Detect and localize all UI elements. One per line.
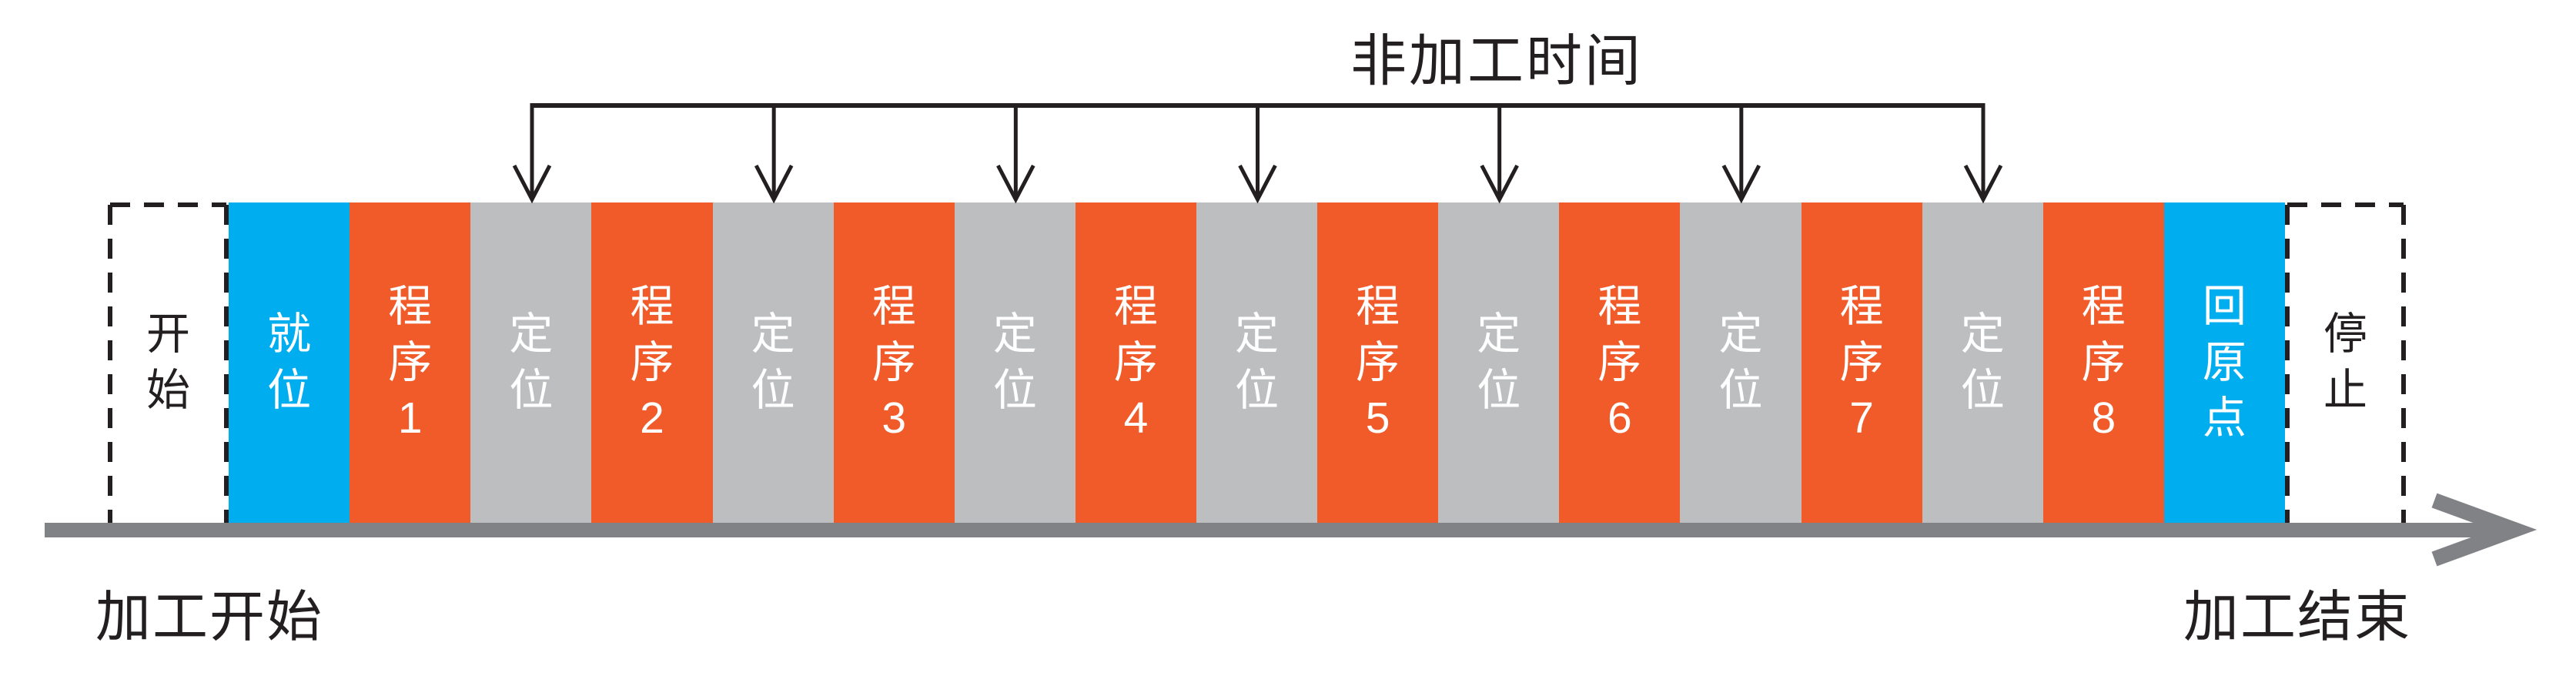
- arrow-head-icon: [1963, 164, 2003, 204]
- timeline-block: 程序6: [1559, 202, 1681, 523]
- timeline-block: 定位: [470, 202, 592, 523]
- timeline-block: 回原点: [2163, 202, 2285, 523]
- arrow-head-icon: [1238, 164, 1277, 204]
- axis-start-label: 加工开始: [95, 587, 324, 648]
- block-label: 定位: [1718, 310, 1763, 415]
- diagram-title: 非加工时间: [1350, 30, 1643, 92]
- block-label: 程序2: [630, 281, 674, 443]
- timeline-block: 定位: [1196, 202, 1318, 523]
- timeline-block: 定位: [1922, 202, 2043, 523]
- timeline-block: 程序8: [2042, 202, 2164, 523]
- arrow-head-icon: [1480, 164, 1519, 204]
- timeline-block: 定位: [954, 202, 1076, 523]
- block-label: 程序6: [1597, 281, 1642, 443]
- arrow-head-icon: [996, 164, 1035, 204]
- block-label: 定位: [1477, 310, 1521, 415]
- timeline-block: 定位: [1680, 202, 1802, 523]
- timeline-block: 就位: [229, 202, 350, 523]
- timeline-block: 程序3: [833, 202, 955, 523]
- timeline-block: 程序2: [591, 202, 713, 523]
- arrow-head-icon: [1721, 164, 1761, 204]
- block-label: 停止: [2323, 310, 2368, 415]
- block-label: 程序8: [2081, 281, 2126, 443]
- timeline-block: 程序5: [1317, 202, 1439, 523]
- block-label: 定位: [1235, 310, 1280, 415]
- block-label: 程序5: [1356, 281, 1400, 443]
- timeline-block: 程序7: [1801, 202, 1922, 523]
- time-axis-bar: [45, 523, 2494, 537]
- block-label: 定位: [509, 310, 554, 415]
- timeline-block: 程序4: [1075, 202, 1196, 523]
- timeline-block: 停止: [2285, 202, 2406, 523]
- block-label: 定位: [992, 310, 1037, 415]
- block-label: 回原点: [2202, 281, 2246, 443]
- axis-end-label: 加工结束: [2183, 587, 2411, 648]
- block-label: 程序4: [1113, 281, 1158, 443]
- timeline-block: 开始: [108, 202, 229, 523]
- block-label: 开始: [146, 310, 191, 415]
- block-label: 程序3: [871, 281, 916, 443]
- block-label: 定位: [1960, 310, 2005, 415]
- block-label: 程序7: [1839, 281, 1884, 443]
- block-label: 定位: [751, 310, 795, 415]
- arrow-head-icon: [754, 164, 794, 204]
- timeline-block: 定位: [1438, 202, 1560, 523]
- arrow-head-icon: [512, 164, 552, 204]
- block-label: 程序1: [388, 281, 433, 443]
- block-label: 就位: [267, 310, 312, 415]
- timeline-block: 定位: [712, 202, 834, 523]
- timeline-block: 程序1: [350, 202, 471, 523]
